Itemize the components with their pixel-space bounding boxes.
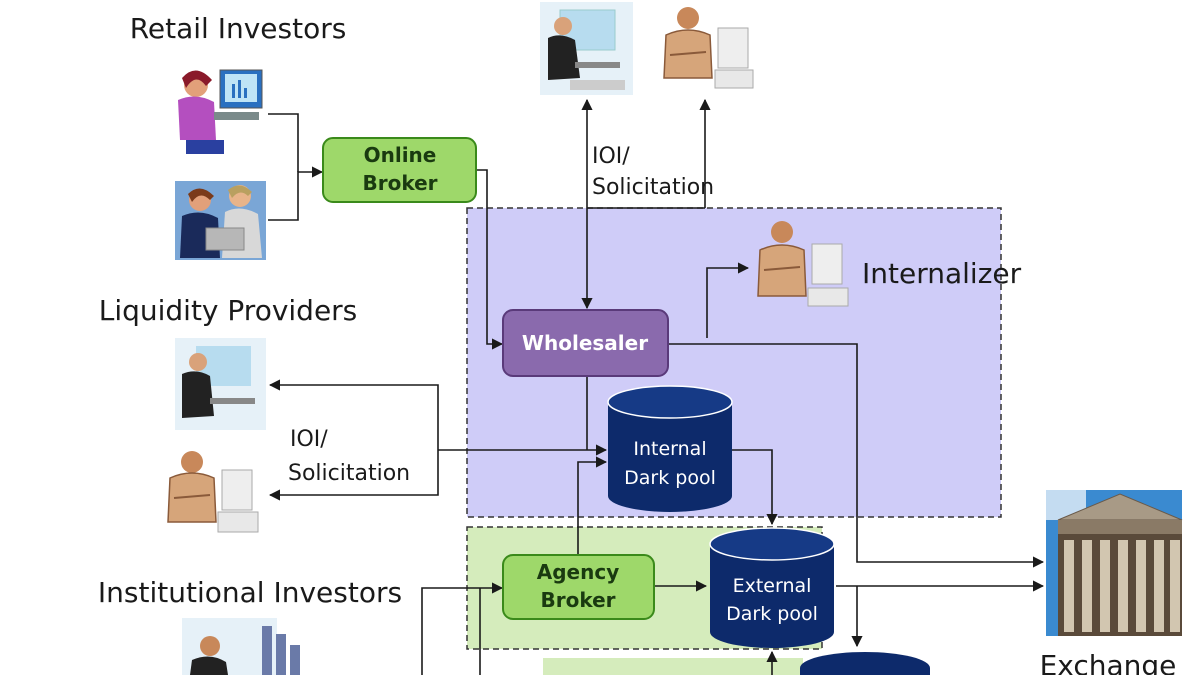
external-pool-label-1: External — [733, 575, 812, 597]
agency-to-internal-pool — [577, 456, 608, 555]
wholesaler-to-internalizer — [706, 262, 750, 338]
liquidity-provider-arms-crossed-icon — [167, 451, 259, 533]
retail-pair-connector — [268, 166, 324, 221]
retail-investor-woman-icon — [178, 69, 263, 154]
external-dark-pool: External Dark pool — [709, 527, 835, 648]
institutional-investor-icon — [182, 618, 300, 675]
internal-pool-label-2: Dark pool — [624, 467, 716, 489]
person-computer-icon — [540, 2, 633, 95]
left-ioi-to-arms-crossed — [268, 450, 439, 501]
top-ioi-label-2: Solicitation — [592, 175, 714, 200]
left-ioi-label-1: IOI/ — [290, 427, 328, 452]
online-broker-label-2: Broker — [362, 171, 437, 195]
agency-broker-label-2: Broker — [540, 588, 615, 612]
wholesaler-to-exchange — [668, 343, 1045, 568]
wholesaler-box: Wholesaler — [502, 309, 669, 377]
wholesaler-label: Wholesaler — [522, 331, 648, 355]
retail-woman-connector — [268, 113, 299, 172]
internal-to-external-pool — [732, 449, 778, 526]
agency-broker-box: Agency Broker — [502, 554, 655, 620]
retail-investors-pair-icon — [175, 181, 266, 260]
lower-dark-pool-partial — [800, 652, 930, 675]
liquidity-providers-title: Liquidity Providers — [99, 294, 358, 327]
lower-region-partial — [543, 658, 803, 675]
institutional-to-agency — [421, 582, 504, 675]
internal-dark-pool: Internal Dark pool — [607, 385, 733, 512]
left-ioi-label-2: Solicitation — [288, 461, 410, 486]
internal-pool-label-1: Internal — [633, 438, 706, 460]
left-ioi-to-computer — [268, 379, 439, 450]
online-broker-label-1: Online — [364, 143, 437, 167]
agency-broker-label-1: Agency — [537, 560, 620, 584]
top-ioi-label-1: IOI/ — [592, 144, 630, 169]
online-broker-to-wholesaler — [476, 169, 504, 350]
retail-investors-title: Retail Investors — [130, 12, 347, 45]
person-arms-crossed-icon — [663, 7, 754, 89]
liquidity-provider-computer-icon — [175, 338, 266, 430]
external-pool-label-2: Dark pool — [726, 603, 818, 625]
online-broker-box: Online Broker — [322, 137, 477, 203]
institutional-investors-title: Institutional Investors — [98, 576, 402, 609]
internalizer-person-icon — [757, 221, 849, 307]
exchange-building-icon — [1046, 490, 1183, 636]
internalizer-title: Internalizer — [862, 257, 1022, 290]
exchange-title: Exchange — [1040, 649, 1177, 675]
